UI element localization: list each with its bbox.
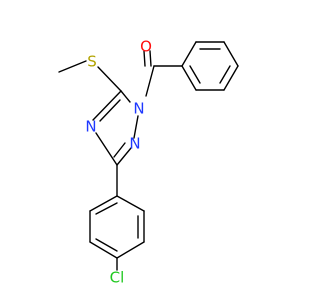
bond-n1-n2 — [133, 115, 139, 139]
atom-sulfur: S — [87, 53, 97, 71]
atom-labels: O S N N N Cl — [85, 38, 152, 287]
bond-s-c5 — [97, 66, 122, 92]
bond-n2-c3 — [116, 147, 132, 166]
molecule-structure-diagram: O S N N N Cl — [58, 38, 239, 287]
bond-ph1-inner-3 — [189, 65, 201, 84]
bond-n4-c5-inner — [99, 99, 121, 122]
bond-ph1-inner-2 — [219, 65, 231, 84]
bond-ph2-inner-2 — [95, 238, 118, 252]
bond-carbonyl-o-1 — [149, 50, 152, 67]
bond-ph2-f — [89, 195, 118, 212]
atom-nitrogen-2: N — [129, 135, 140, 153]
bond-c5-n1 — [120, 90, 131, 103]
bonds — [58, 41, 239, 271]
bond-ph2-inner-3 — [95, 202, 118, 215]
bond-ph2-c — [116, 241, 145, 259]
bond-carbonyl-o-2 — [143, 50, 146, 67]
bond-ph1-f — [181, 65, 197, 91]
bond-n1-carbonyl — [145, 65, 155, 97]
bond-ph2-a — [116, 195, 145, 212]
atom-nitrogen-4: N — [85, 118, 96, 136]
atom-chlorine: Cl — [110, 269, 125, 287]
bond-n2-c3-inner — [113, 142, 126, 158]
bond-n4-c5 — [92, 90, 122, 121]
bond-ph1-a — [181, 41, 197, 67]
atom-nitrogen-1: N — [133, 100, 144, 118]
bond-c3-n4 — [95, 132, 118, 166]
bond-ph2-d — [89, 241, 118, 259]
bond-ph1-d — [223, 65, 239, 91]
atom-oxygen: O — [140, 38, 152, 56]
bond-ph1-c — [223, 41, 239, 67]
bond-methyl-s — [58, 60, 87, 73]
